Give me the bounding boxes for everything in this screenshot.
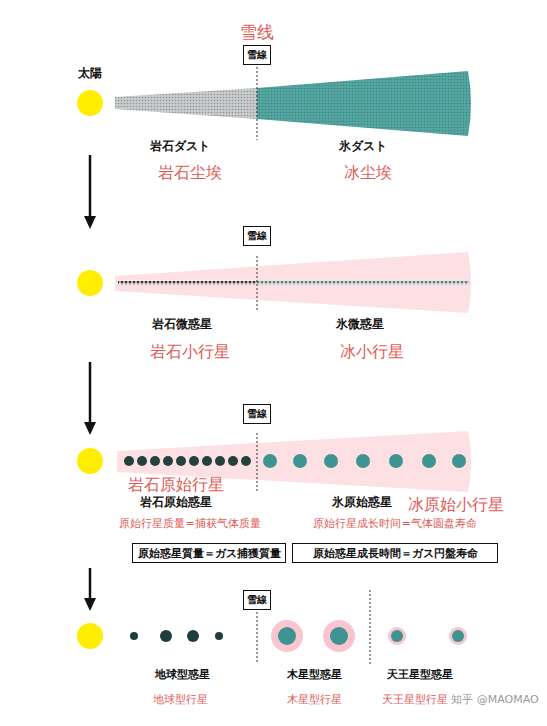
caption-label: 岩石微惑星: [152, 318, 212, 331]
ice-dust-disk: [257, 71, 471, 136]
caption-label: 冰尘埃: [344, 164, 392, 182]
gas-disk: [115, 252, 471, 313]
ice-protoplanets: [263, 454, 466, 468]
sun: [77, 270, 103, 296]
snow-line: [257, 256, 258, 312]
arrow-shaft: [89, 362, 92, 424]
sun-label: 太陽: [78, 67, 102, 79]
caption-label: 岩石小行星: [150, 343, 230, 361]
box-text: 雪線: [247, 50, 267, 60]
caption-label: 原始行星成长时间=气体圆盘寿命: [313, 518, 476, 530]
sun-circle: 太陽: [77, 90, 103, 116]
arrow-head: [84, 216, 96, 229]
caption-label: 木星型惑星: [287, 669, 342, 681]
terrestrial-planets: [130, 630, 223, 642]
box-text: 原始惑星質量＝ガス捕獲質量: [138, 548, 281, 559]
sun: [77, 448, 103, 474]
arrow-shaft: [89, 155, 92, 218]
caption-label: 冰小行星: [340, 343, 404, 361]
snowline-box: 雪線: [243, 404, 271, 424]
box-text: 雪線: [247, 595, 267, 605]
sun: [77, 623, 103, 649]
caption-label: 氷原始惑星: [332, 496, 392, 509]
watermark: 知乎 @MAOMAO: [451, 694, 538, 706]
arrow-head: [84, 598, 96, 611]
divider-line: [370, 590, 371, 665]
snow-line: [257, 433, 258, 492]
caption-label: 氷微惑星: [336, 318, 384, 331]
rock-protoplanets: [124, 456, 251, 466]
caption-label: 原始行星质量=捕获气体质量: [119, 518, 260, 530]
caption-label: 雪线: [240, 23, 274, 42]
rock-planetesimals: [118, 281, 257, 285]
rock-dust-disk: [115, 88, 257, 119]
arrow-head: [84, 422, 96, 435]
jovian-planets: [271, 620, 355, 652]
formula-box: 原始惑星質量＝ガス捕獲質量: [132, 543, 286, 563]
caption-label: 氷ダスト: [339, 140, 387, 153]
caption-label: 岩石原始行星: [128, 476, 224, 494]
uranian-planets: [388, 627, 467, 645]
box-text: 雪線: [247, 409, 267, 419]
box-text: 雪線: [247, 231, 267, 241]
snowline-box: 雪線: [243, 45, 271, 65]
snow-line: [257, 67, 258, 140]
caption-label: 木星型行星: [287, 694, 342, 706]
caption-label: 岩石原始惑星: [140, 496, 212, 509]
snowline-box: 雪線: [243, 226, 271, 246]
caption-label: 岩石尘埃: [158, 164, 222, 182]
formula-box: 原始惑星成長時間＝ガス円盤寿命: [292, 543, 498, 563]
caption-label: 岩石ダスト: [150, 140, 210, 153]
caption-label: 天王星型行星: [382, 694, 448, 706]
snow-line: [257, 612, 258, 662]
caption-label: 天王星型惑星: [387, 669, 453, 681]
ice-planetesimals: [257, 281, 469, 285]
arrow-shaft: [89, 568, 92, 600]
caption-label: 地球型惑星: [155, 669, 210, 681]
box-text: 原始惑星成長時間＝ガス円盤寿命: [313, 548, 478, 559]
caption-label: 冰原始小行星: [408, 496, 504, 514]
snowline-box: 雪線: [243, 590, 271, 610]
caption-label: 地球型行星: [153, 694, 208, 706]
